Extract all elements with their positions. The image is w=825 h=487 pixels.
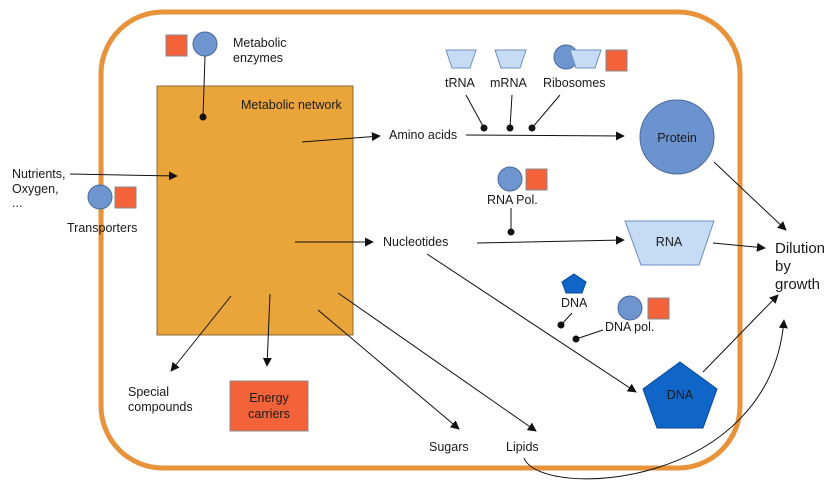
ribosome-square xyxy=(605,49,628,72)
dilution-label-1: Dilution xyxy=(775,240,825,257)
dilution-label-3: growth xyxy=(775,276,820,293)
energy-carriers-box xyxy=(229,380,309,432)
energy-carriers-label-1: Energy xyxy=(249,391,289,405)
trna-link xyxy=(465,94,485,129)
nutrients-label-3: ... xyxy=(12,196,22,210)
mrna-dot xyxy=(506,124,514,132)
dna-template-dot xyxy=(557,321,565,329)
protein-label: Protein xyxy=(657,131,697,145)
nucleotides-to-dna-arrow xyxy=(426,253,637,393)
rna-dilution-arrow xyxy=(712,242,766,252)
network-to-special-arrow xyxy=(170,295,232,372)
rna-pol-circle xyxy=(497,166,523,192)
trna-label: tRNA xyxy=(445,76,476,90)
dna-pol-dot xyxy=(572,335,580,343)
network-to-lipids-arrow xyxy=(337,292,537,432)
dna-small-pentagon xyxy=(561,273,587,294)
sugars-label: Sugars xyxy=(429,440,469,454)
cell-membrane xyxy=(98,9,743,471)
transporter-square xyxy=(114,186,137,209)
trna-dot xyxy=(480,124,488,132)
enzyme-square xyxy=(165,34,188,57)
metabolic-enzymes-label-2: enzymes xyxy=(233,51,283,65)
network-to-amino-acids-arrow xyxy=(301,132,381,143)
energy-carriers-label-2: carriers xyxy=(248,407,290,421)
ribosome-trapezoid xyxy=(569,49,602,69)
network-to-energy-arrow xyxy=(262,293,272,367)
enzyme-catalysis-line xyxy=(202,55,206,118)
transporters-label: Transporters xyxy=(67,221,137,235)
network-to-sugars-arrow xyxy=(317,309,460,430)
dna-pol-circle xyxy=(617,295,643,321)
ribosomes-label: Ribosomes xyxy=(543,76,606,90)
dna-dilution-arrow xyxy=(702,294,779,373)
rna-pol-dot xyxy=(507,228,515,236)
dna-label: DNA xyxy=(667,388,694,402)
special-compounds-label-1: Special xyxy=(128,385,169,399)
dna-pentagon xyxy=(642,361,718,429)
lipids-dilution-arrow xyxy=(523,319,788,480)
metabolic-network-label: Metabolic network xyxy=(241,98,342,112)
dna-pol-label: DNA pol. xyxy=(605,320,654,334)
transporter-circle xyxy=(87,184,113,210)
mrna-shape xyxy=(494,49,527,69)
dna-pol-square xyxy=(647,297,670,320)
rna-label: RNA xyxy=(656,235,683,249)
mrna-label: mRNA xyxy=(490,76,527,90)
nucleotides-to-rna-arrow xyxy=(476,235,625,245)
protein-circle xyxy=(639,99,715,175)
nutrient-uptake-arrow xyxy=(69,171,178,181)
enzyme-catalysis-dot xyxy=(199,113,207,121)
ribosome-dot xyxy=(528,124,536,132)
mrna-link xyxy=(509,94,513,129)
dna-pol-link xyxy=(575,329,604,340)
trna-shape xyxy=(445,49,477,69)
nucleotides-label: Nucleotides xyxy=(383,235,448,249)
enzyme-circle xyxy=(192,31,218,57)
nutrients-label-1: Nutrients, xyxy=(12,167,66,181)
metabolic-network-box xyxy=(156,85,354,336)
nutrients-label-2: Oxygen, xyxy=(12,182,59,196)
dna-small-label: DNA xyxy=(561,296,588,310)
lipids-label: Lipids xyxy=(506,440,539,454)
rna-trapezoid xyxy=(624,220,715,266)
rna-pol-label: RNA Pol. xyxy=(487,193,538,207)
rna-pol-square xyxy=(525,168,548,191)
special-compounds-label-2: compounds xyxy=(128,400,193,414)
dilution-label-2: by xyxy=(775,258,791,275)
protein-dilution-arrow xyxy=(713,161,787,231)
metabolic-enzymes-label-1: Metabolic xyxy=(233,36,287,50)
amino-acids-label: Amino acids xyxy=(389,128,457,142)
ribosome-link xyxy=(531,94,561,129)
amino-acids-to-protein-arrow xyxy=(465,131,625,141)
